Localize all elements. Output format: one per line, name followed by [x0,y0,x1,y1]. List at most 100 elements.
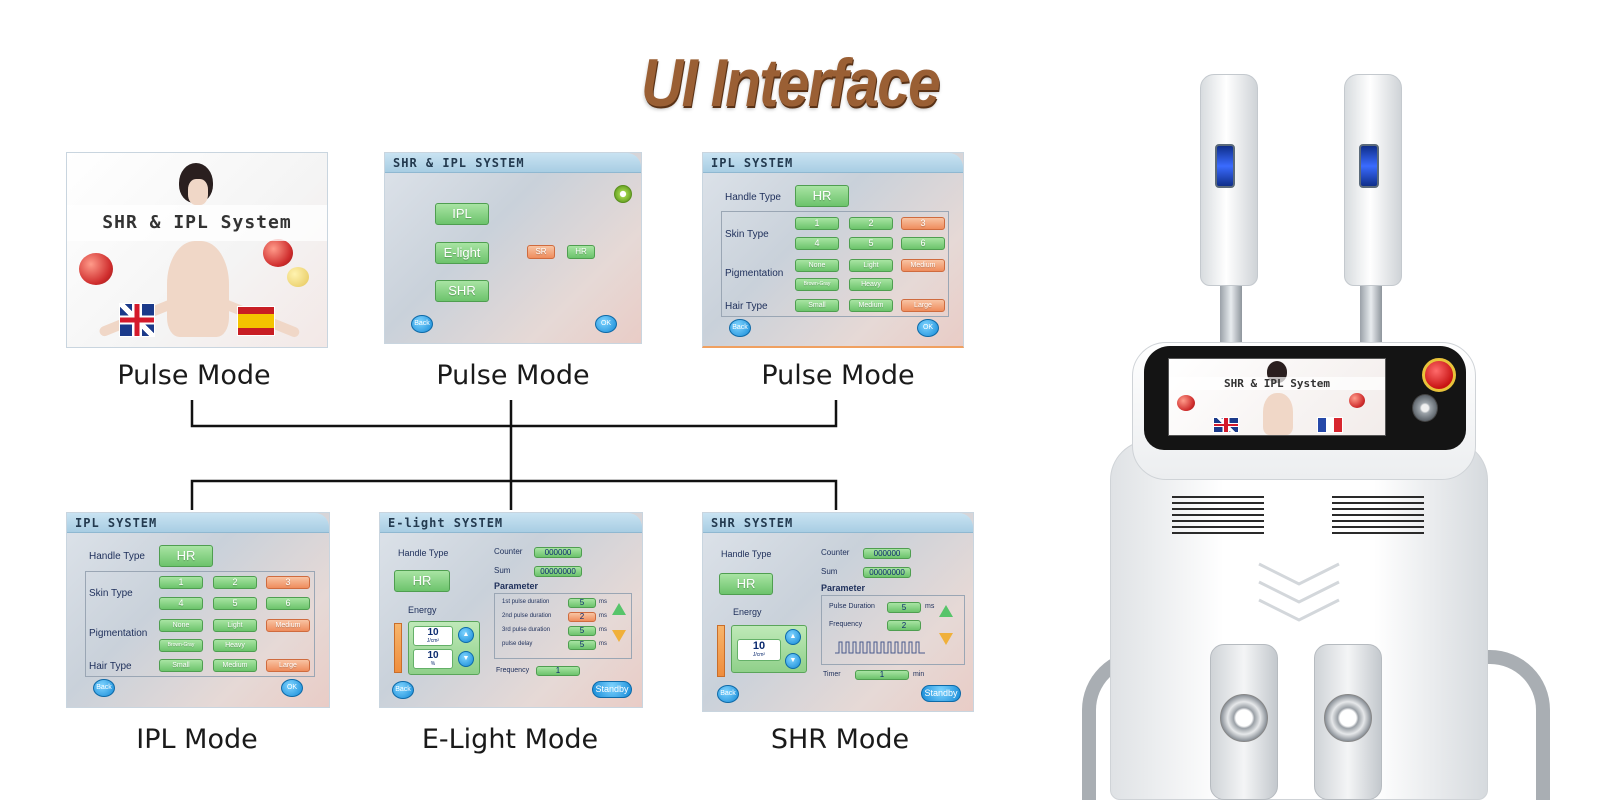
back-button[interactable]: Back [411,315,433,333]
model-body [1263,393,1293,435]
energy-down-arrow-icon[interactable]: ▼ [785,653,801,669]
energy-indicator-bar [394,623,402,673]
skin-type-4[interactable]: 4 [159,597,203,610]
model-body [167,241,229,337]
energy-up-arrow-icon[interactable]: ▲ [785,629,801,645]
handpiece-window-left [1215,144,1235,188]
fruit-icon [1349,393,1365,408]
skin-type-1[interactable]: 1 [159,576,203,589]
uk-flag-icon[interactable] [119,303,155,337]
pulse-2-label: 2nd pulse duration [502,613,552,619]
caption-elight-mode: E-Light Mode [421,724,599,755]
caption-pulse-mode-3: Pulse Mode [761,360,915,391]
frequency-value[interactable]: 1 [536,666,580,676]
skin-type-1[interactable]: 1 [795,217,839,230]
skin-type-5[interactable]: 5 [213,597,257,610]
param-down-arrow-icon[interactable] [612,630,626,642]
sr-button[interactable]: SR [527,245,555,259]
screen-header: E-light SYSTEM [380,513,642,533]
key-switch-icon [1412,394,1438,422]
ok-button[interactable]: OK [917,319,939,337]
standby-button[interactable]: Standby [921,685,961,702]
back-button[interactable]: Back [93,679,115,697]
handle-type-hr-button[interactable]: HR [394,570,450,592]
param-down-arrow-icon[interactable] [939,633,953,645]
skin-type-2[interactable]: 2 [849,217,893,230]
energy-value: 10 [752,640,766,652]
sum-value: 00000000 [863,567,911,578]
pulse-duration-value[interactable]: 5 [887,602,921,613]
pigmentation-light[interactable]: Light [849,259,893,272]
skin-type-5[interactable]: 5 [849,237,893,250]
back-button[interactable]: Back [717,685,739,703]
hair-type-small[interactable]: Small [795,299,839,312]
timer-value[interactable]: 1 [855,670,909,680]
back-button[interactable]: Back [392,681,414,699]
screen-header: IPL SYSTEM [703,153,963,173]
pulse-1-value[interactable]: 5 [568,598,596,608]
pigmentation-none[interactable]: None [159,619,203,632]
pigmentation-medium[interactable]: Medium [266,619,310,632]
skin-type-3[interactable]: 3 [266,576,310,589]
settings-gear-icon[interactable] [614,185,632,203]
handle-type-hr-button[interactable]: HR [719,573,773,595]
pulse-delay-value[interactable]: 5 [568,640,596,650]
handle-type-hr-button[interactable]: HR [159,545,213,567]
pulse-2-unit: ms [599,613,607,619]
standby-button[interactable]: Standby [592,681,632,698]
screen-header: SHR & IPL SYSTEM [385,153,641,173]
skin-type-3[interactable]: 3 [901,217,945,230]
hair-type-large[interactable]: Large [266,659,310,672]
screen-header: SHR SYSTEM [703,513,973,533]
back-button[interactable]: Back [729,319,751,337]
parameter-frame [494,593,632,659]
skin-type-6[interactable]: 6 [266,597,310,610]
ok-button[interactable]: OK [281,679,303,697]
ipl-mode-button[interactable]: IPL [435,203,489,225]
shr-mode-button[interactable]: SHR [435,280,489,302]
pigmentation-none[interactable]: None [795,259,839,272]
frequency-label: Frequency [829,621,863,628]
skin-type-6[interactable]: 6 [901,237,945,250]
welcome-banner: SHR & IPL System [67,205,327,241]
ok-button[interactable]: OK [595,315,617,333]
spain-flag-icon[interactable] [237,306,275,336]
welcome-screen: SHR & IPL System [66,152,328,348]
parameter-frame [821,595,965,665]
fruit-icon [287,267,309,287]
skin-type-2[interactable]: 2 [213,576,257,589]
pigmentation-brown-gray[interactable]: Brown-Gray [795,278,839,291]
hair-type-large[interactable]: Large [901,299,945,312]
energy-up-arrow-icon[interactable]: ▲ [458,627,474,643]
hair-type-medium[interactable]: Medium [213,659,257,672]
energy-value: 10 [427,627,439,638]
hr-button[interactable]: HR [567,245,595,259]
param-up-arrow-icon[interactable] [939,605,953,617]
handle-type-label: Handle Type [89,551,145,562]
counter-value: 000000 [534,547,582,558]
energy-down-arrow-icon[interactable]: ▼ [458,651,474,667]
handle-type-label: Handle Type [721,549,772,559]
hair-type-medium[interactable]: Medium [849,299,893,312]
param-up-arrow-icon[interactable] [612,603,626,615]
pulse-1-unit: ms [599,599,607,605]
hair-type-small[interactable]: Small [159,659,203,672]
main-title: UI Interface [641,45,941,121]
pulse-duration-label: Pulse Duration [829,603,875,610]
skin-type-4[interactable]: 4 [795,237,839,250]
holder-knob-left [1220,694,1268,742]
elight-mode-button[interactable]: E-light [435,242,489,264]
pulse-3-value[interactable]: 5 [568,626,596,636]
pigmentation-heavy[interactable]: Heavy [213,639,257,652]
pigmentation-heavy[interactable]: Heavy [849,278,893,291]
caption-pulse-mode-1: Pulse Mode [117,360,271,391]
pigmentation-brown-gray[interactable]: Brown-Gray [159,639,203,652]
pulse-2-value[interactable]: 2 [568,612,596,622]
pigmentation-light[interactable]: Light [213,619,257,632]
energy-unit: J/cm² [426,638,440,644]
frequency-value[interactable]: 2 [887,620,921,631]
pigmentation-medium[interactable]: Medium [901,259,945,272]
hair-type-label: Hair Type [725,301,768,312]
counter-label: Counter [821,548,850,557]
handle-type-hr-button[interactable]: HR [795,185,849,207]
